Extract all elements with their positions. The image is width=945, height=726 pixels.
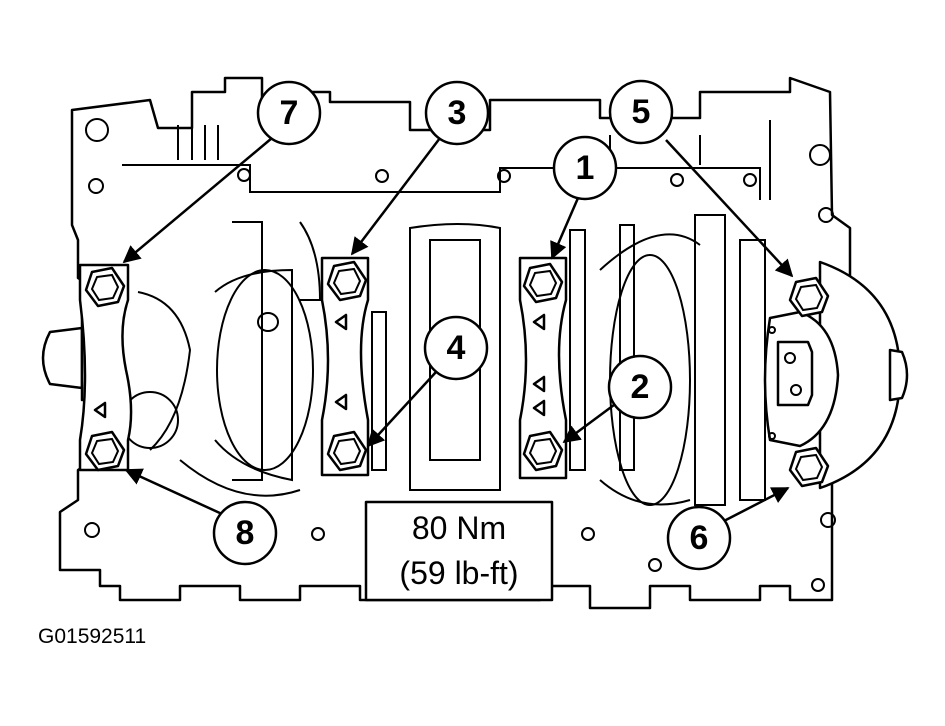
- crank-journal-mid: [371, 239, 481, 471]
- callout-6-label: 6: [690, 519, 709, 557]
- crank-pin: [232, 221, 501, 491]
- callout-4-label: 4: [447, 329, 466, 367]
- bolt-2: [522, 430, 564, 472]
- counterweight: [137, 268, 293, 482]
- main-bearing-cap-2: [320, 256, 370, 477]
- bolt-hole: [88, 178, 104, 194]
- upper-rib-left: [177, 125, 219, 160]
- crank-throw: [216, 269, 314, 471]
- torque-spec-frame: [364, 500, 554, 602]
- leader-6: [721, 486, 790, 524]
- callout-8: 8: [212, 500, 278, 566]
- callout-2-label: 2: [631, 368, 650, 406]
- crank-journal-right: [694, 214, 766, 506]
- bolt-hole: [670, 173, 684, 187]
- leader-5: [665, 139, 794, 278]
- callout-7-label: 7: [280, 94, 299, 132]
- main-bearing-cap-3: [518, 256, 568, 480]
- bolt-7: [84, 266, 126, 308]
- leader-1: [550, 197, 580, 260]
- leader-8: [124, 468, 223, 516]
- bolt-5: [788, 276, 830, 318]
- seal-port: [776, 340, 814, 407]
- callout-4: 4: [423, 315, 489, 381]
- crank-web-lower: [179, 459, 691, 506]
- figure-id: G01592511: [38, 625, 147, 648]
- callout-5-label: 5: [632, 93, 651, 131]
- bolt-3: [326, 260, 368, 302]
- port-hole: [790, 384, 802, 396]
- arrow-mark: [532, 375, 546, 393]
- port-hole: [768, 432, 776, 440]
- crank-pin-right: [569, 224, 701, 471]
- bolt-hole: [648, 558, 662, 572]
- port-hole: [768, 326, 776, 334]
- callout-5: 5: [608, 79, 674, 145]
- crank-snout: [41, 326, 84, 390]
- bolt-hole: [237, 168, 251, 182]
- leader-2: [562, 400, 619, 444]
- bolt-hole: [85, 118, 109, 142]
- torque-spec-metric: 80 Nm: [412, 510, 506, 546]
- arrow-mark: [532, 399, 546, 417]
- upper-deck: [122, 164, 761, 200]
- leader-4: [366, 371, 437, 448]
- port-hole: [784, 352, 796, 364]
- bolt-hole: [818, 207, 834, 223]
- bolt-hole: [84, 522, 100, 538]
- arrow-mark: [532, 313, 546, 331]
- bolt-hole: [743, 173, 757, 187]
- leader-7: [122, 137, 273, 264]
- rear-hub: [888, 348, 909, 402]
- bolt-4: [326, 430, 368, 472]
- torque-spec-imperial: (59 lb-ft): [399, 555, 518, 591]
- arrow-mark: [93, 401, 107, 419]
- callout-8-label: 8: [236, 514, 255, 552]
- torque-spec-box: 80 Nm (59 lb-ft): [364, 500, 554, 602]
- callout-2: 2: [607, 354, 673, 420]
- callout-7: 7: [256, 80, 322, 146]
- leader-arrows: [122, 137, 794, 524]
- bolt-8: [84, 430, 126, 472]
- bolt-1: [522, 262, 564, 304]
- callout-3-label: 3: [448, 94, 467, 132]
- bolt-hole: [581, 527, 595, 541]
- bolt-6: [788, 446, 830, 488]
- arrow-mark: [334, 313, 348, 331]
- bolt-hole: [497, 169, 511, 183]
- main-bearing-cap-front: [78, 263, 133, 472]
- callout-6: 6: [666, 505, 732, 571]
- leader-3: [350, 137, 441, 256]
- callout-3: 3: [424, 80, 490, 146]
- callout-1: 1: [552, 135, 618, 201]
- arrow-mark: [334, 393, 348, 411]
- callout-1-label: 1: [576, 149, 595, 187]
- bolt-hole: [811, 578, 825, 592]
- bolt-hole: [809, 144, 831, 166]
- bolt-hole: [820, 512, 836, 528]
- bolt-hole: [311, 527, 325, 541]
- bolt-hole: [375, 169, 389, 183]
- oil-hole: [257, 312, 279, 332]
